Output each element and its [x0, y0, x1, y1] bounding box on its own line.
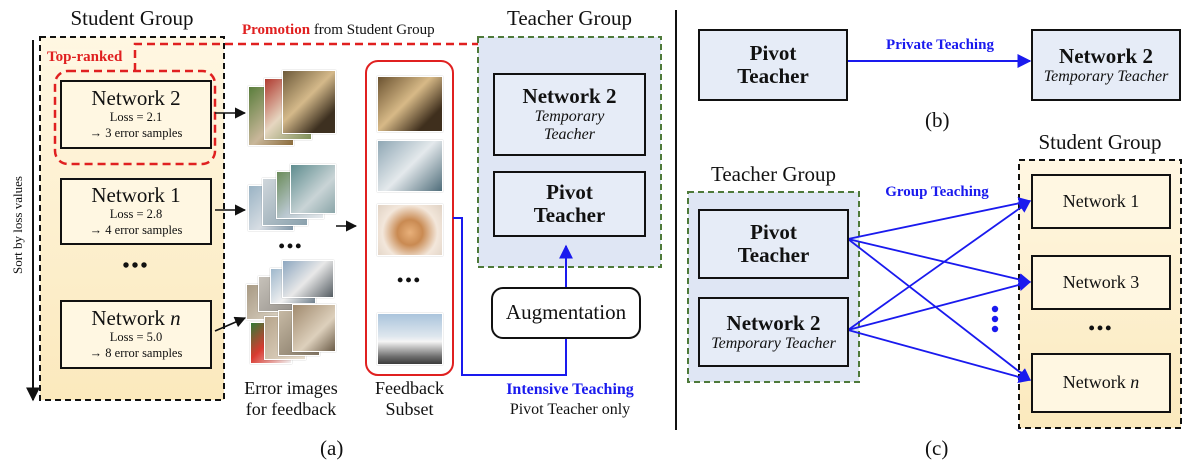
pivot-teacher-card-a: Pivot Teacher	[493, 171, 646, 237]
network-list-ellipsis: •••	[122, 255, 150, 277]
student-list-ellipsis: •••	[1088, 318, 1114, 338]
error-images-ellipsis: •••	[278, 236, 304, 256]
temporary-teacher-card-a: Network 2 Temporary Teacher	[493, 73, 646, 156]
pivot-teacher-card-c: Pivot Teacher	[698, 209, 849, 279]
temporary-teacher-card-c: Network 2 Temporary Teacher	[698, 297, 849, 367]
promotion-label: Promotion from Student Group	[242, 22, 435, 38]
augmentation-box: Augmentation	[491, 287, 641, 339]
group-teaching-label: Group Teaching	[885, 184, 989, 200]
pivot-teacher-card-b: Pivot Teacher	[698, 29, 848, 101]
private-teaching-label: Private Teaching	[886, 37, 994, 53]
network-card-n: Network n Loss = 5.0 → 8 error samples	[60, 300, 212, 369]
group-teaching-arrows	[847, 197, 1032, 384]
error-images-caption: Error images for feedback	[244, 378, 338, 419]
temporary-teacher-card-b: Network 2 Temporary Teacher	[1031, 29, 1181, 101]
caption-b: (b)	[925, 108, 950, 132]
student-card-network-1: Network 1	[1031, 174, 1171, 229]
teacher-group-title-c: Teacher Group	[710, 162, 837, 186]
student-group-title-c: Student Group	[1038, 130, 1162, 154]
vertical-ellipsis-icon	[991, 305, 999, 333]
intensive-teaching-label: Intensive Teaching Pivot Teacher only	[506, 381, 634, 418]
network-card-1: Network 1 Loss = 2.8 → 4 error samples	[60, 178, 212, 245]
sort-label: Sort by loss values	[10, 176, 25, 274]
caption-a: (a)	[320, 436, 344, 460]
intensive-teaching-line	[453, 217, 567, 376]
student-card-network-n: Network n	[1031, 353, 1171, 413]
feedback-subset-caption: Feedback Subset	[375, 378, 444, 419]
network-card-2: Network 2 Loss = 2.1 → 3 error samples	[60, 80, 212, 149]
student-group-title: Student Group	[70, 6, 194, 30]
caption-c: (c)	[925, 436, 949, 460]
top-ranked-label: Top-ranked	[44, 49, 126, 66]
teacher-group-title-a: Teacher Group	[506, 6, 633, 30]
feedback-subset-ellipsis: •••	[397, 270, 422, 290]
student-card-network-3: Network 3	[1031, 255, 1171, 310]
